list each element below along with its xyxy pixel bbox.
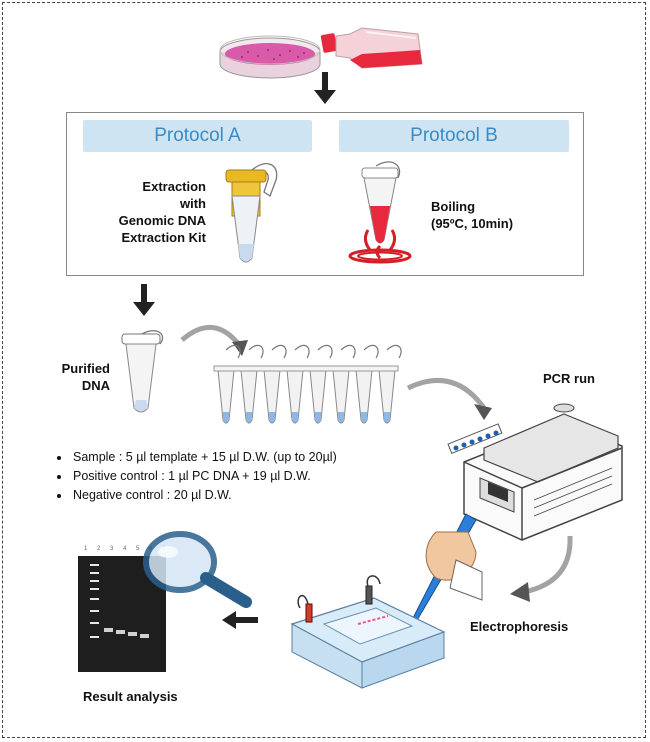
list-item: Sample : 5 µl template + 15 µl D.W. (up … [71, 448, 337, 467]
purified-dna-label: Purified DNA [61, 361, 110, 393]
culture-flask-icon [320, 27, 423, 69]
pcr-tube-8 [378, 344, 402, 424]
thermocycler-icon [447, 403, 623, 541]
pcr-tube-4 [286, 344, 310, 424]
kit-tube-icon [225, 163, 278, 263]
list-item: Negative control : 20 µl D.W. [71, 486, 337, 505]
petri-dish-icon [219, 35, 321, 79]
curved-arrow-icon-3 [510, 535, 573, 602]
pcr-strip-bar [213, 365, 399, 372]
pcr-tube-7 [355, 344, 379, 424]
pcr-tube-2 [240, 344, 264, 424]
gel-tank-icon [290, 575, 446, 689]
electrophoresis-label: Electrophoresis [470, 619, 569, 634]
pcr-tube-5 [309, 344, 333, 424]
protocol-a-header: Protocol A [83, 120, 312, 152]
pcr-run-label: PCR run [543, 371, 595, 386]
curved-arrow-icon [180, 324, 248, 356]
magnifier-icon [143, 531, 252, 608]
gel-lane-numbers: 1 2 3 4 5 6 7 [84, 546, 170, 552]
purified-tube-icon [121, 330, 164, 413]
curved-arrow-icon-2 [406, 378, 492, 420]
result-analysis-label: Result analysis [83, 689, 178, 704]
down-arrow-icon [314, 72, 336, 104]
down-arrow-icon-2 [133, 284, 155, 316]
pcr-tube-1 [217, 344, 241, 424]
pcr-tube-3 [263, 344, 287, 424]
sample-list: Sample : 5 µl template + 15 µl D.W. (up … [57, 448, 337, 505]
protocol-b-label: Boiling (95ºC, 10min) [431, 199, 514, 231]
left-arrow-icon [222, 611, 258, 629]
list-item: Positive control : 1 µl PC DNA + 19 µl D… [71, 467, 337, 486]
pcr-strip-icon [213, 344, 402, 424]
boiling-tube-icon [348, 161, 412, 264]
protocol-b-header: Protocol B [339, 120, 569, 152]
protocol-a-label: Extraction with Genomic DNA Extraction K… [118, 179, 206, 245]
pcr-tube-6 [332, 344, 356, 424]
